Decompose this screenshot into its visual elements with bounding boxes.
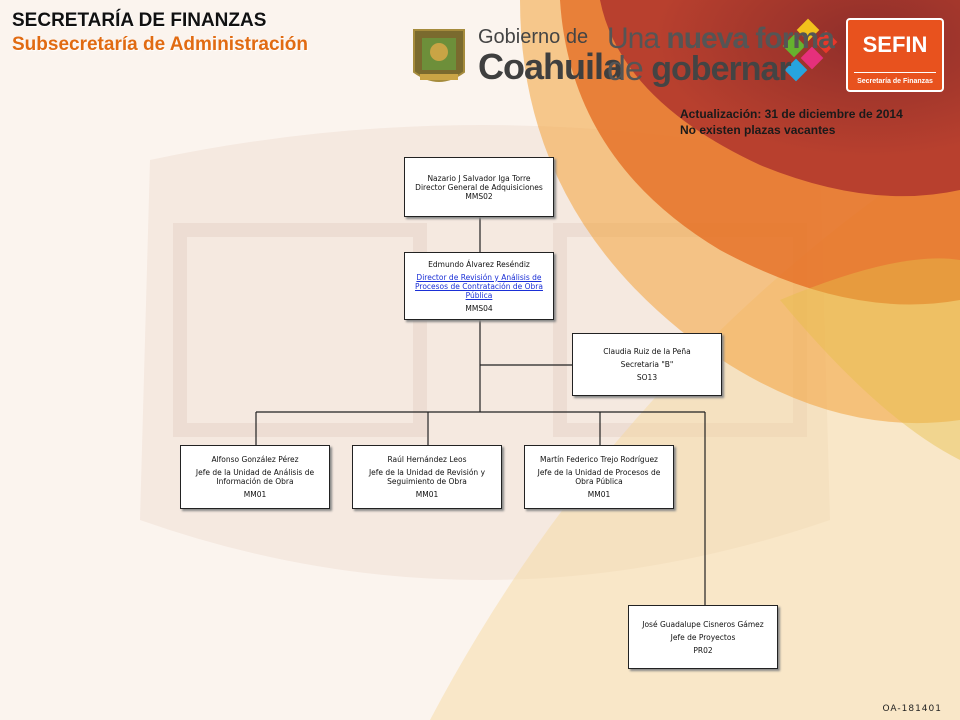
node-name: Martín Federico Trejo Rodríguez <box>540 455 658 464</box>
node-code: MM01 <box>243 490 267 499</box>
node-code: PR02 <box>693 645 713 655</box>
vacancy-note: No existen plazas vacantes <box>680 123 836 137</box>
node-code: SO13 <box>636 373 658 382</box>
node-director-revision: Edmundo Álvarez Reséndiz Director de Rev… <box>404 252 554 320</box>
node-name: Nazario J Salvador Iga Torre <box>427 173 531 183</box>
coahuila-label: Coahuila <box>478 46 623 87</box>
slogan-line-2: de gobernar <box>607 50 792 88</box>
sefin-logo-text: SEFIN <box>862 32 928 57</box>
node-name: José Guadalupe Cisneros Gámez <box>642 619 764 629</box>
gobierno-label: Gobierno de <box>478 26 589 48</box>
node-name: Raúl Hernández Leos <box>387 455 467 464</box>
node-name: Claudia Ruiz de la Peña <box>603 347 691 356</box>
node-code: MMS02 <box>465 191 493 201</box>
node-position: Director General de Adquisiciones <box>415 182 543 192</box>
node-secretaria: Claudia Ruiz de la Peña Secretaria "B" S… <box>572 333 722 396</box>
node-unidad-seguimiento: Raúl Hernández Leos Jefe de la Unidad de… <box>352 445 502 509</box>
node-position: Jefe de la Unidad de Revisión y Seguimie… <box>368 468 486 486</box>
node-name: Alfonso González Pérez <box>211 455 299 464</box>
update-info: Actualización: 31 de diciembre de 2014 N… <box>680 106 903 138</box>
node-position: Jefe de Proyectos <box>670 632 736 642</box>
reference-code: OA-181401 <box>882 704 942 714</box>
page-title: SECRETARÍA DE FINANZAS <box>12 10 267 31</box>
node-code: MMS04 <box>465 303 493 313</box>
sefin-logo-caption: Secretaría de Finanzas <box>857 78 933 85</box>
node-code: MM01 <box>587 490 611 499</box>
page-subtitle: Subsecretaría de Administración <box>12 34 309 55</box>
sefin-logo-divider <box>854 72 936 73</box>
node-position-link[interactable]: Director de Revisión y Análisis de Proce… <box>415 272 543 300</box>
node-director-general: Nazario J Salvador Iga Torre Director Ge… <box>404 157 554 217</box>
node-unidad-procesos: Martín Federico Trejo Rodríguez Jefe de … <box>524 445 674 509</box>
node-jefe-proyectos: José Guadalupe Cisneros Gámez Jefe de Pr… <box>628 605 778 669</box>
node-position: Secretaria "B" <box>620 360 674 369</box>
node-name: Edmundo Álvarez Reséndiz <box>428 259 530 269</box>
sefin-logo: SEFIN Secretaría de Finanzas <box>846 18 944 92</box>
slogan-line-1: Una nueva forma <box>607 22 835 55</box>
coat-of-arms-icon <box>413 29 465 82</box>
node-unidad-analisis: Alfonso González Pérez Jefe de la Unidad… <box>180 445 330 509</box>
update-date: Actualización: 31 de diciembre de 2014 <box>680 107 903 121</box>
node-position: Jefe de la Unidad de Análisis de Informa… <box>195 468 315 486</box>
node-position: Jefe de la Unidad de Procesos de Obra Pú… <box>537 468 661 486</box>
node-code: MM01 <box>415 490 439 499</box>
